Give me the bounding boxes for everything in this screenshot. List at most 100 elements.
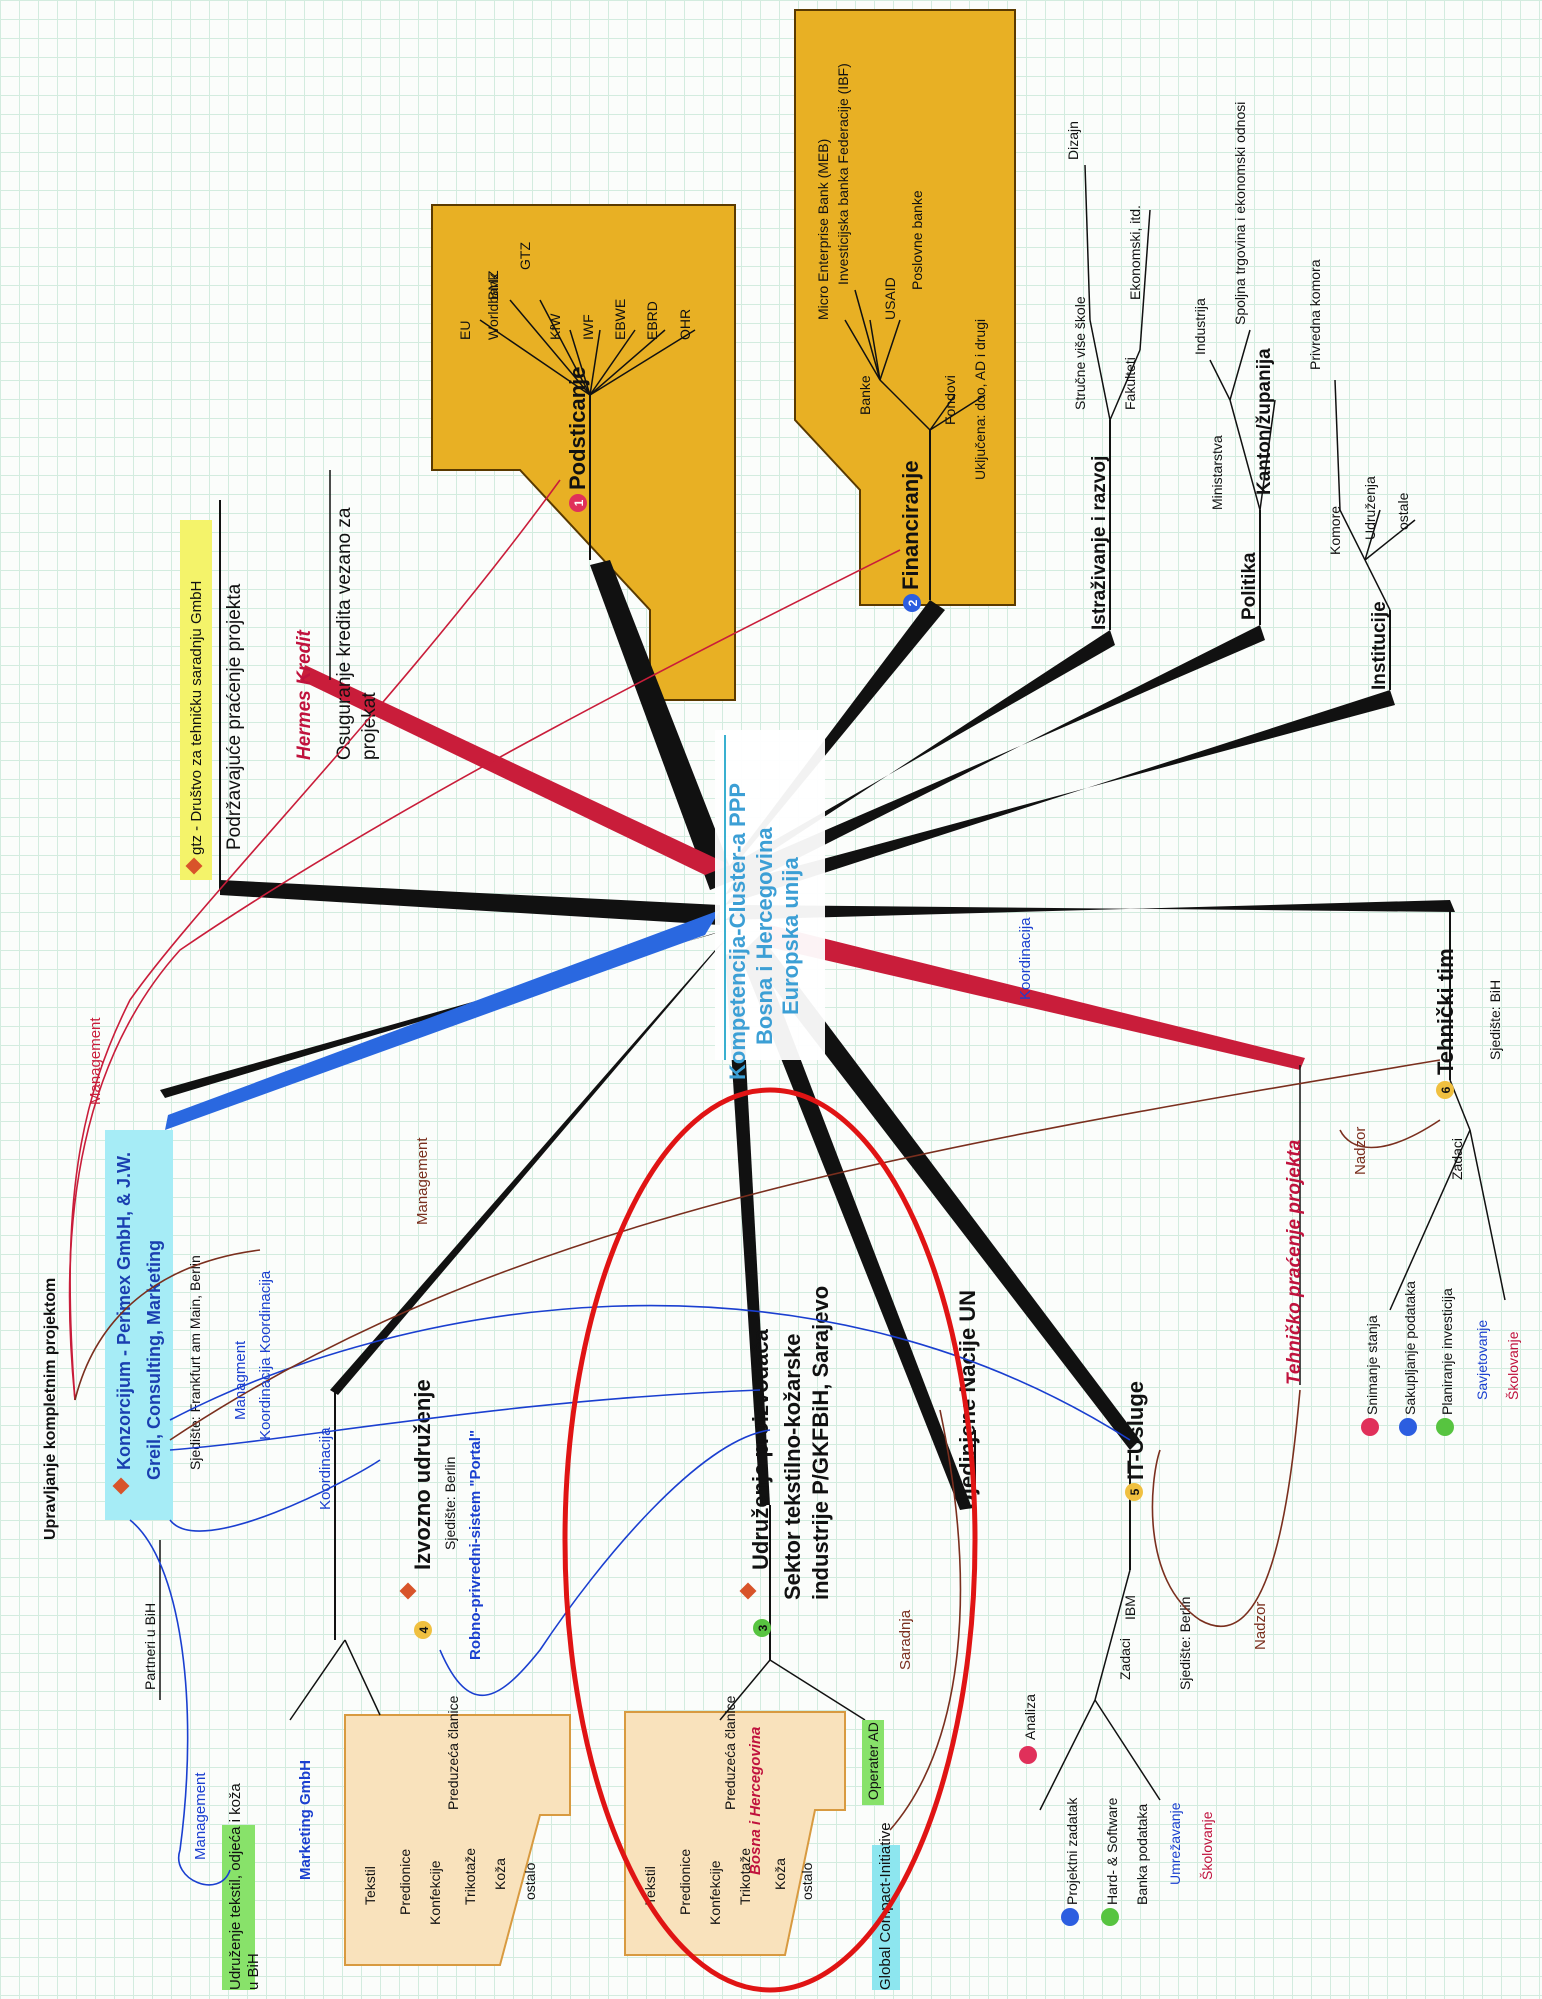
svg-text:Preduzeća članice: Preduzeća članice	[722, 1695, 738, 1810]
svg-text:IBM: IBM	[1122, 1595, 1138, 1620]
svg-text:EBRD: EBRD	[644, 301, 660, 340]
svg-text:Ekonomski, itd.: Ekonomski, itd.	[1127, 205, 1143, 300]
svg-text:Managment: Managment	[232, 1340, 249, 1420]
svg-text:Koordinacija: Koordinacija	[317, 1427, 334, 1510]
politika-branch: Politika Ministarstva Industrija Spoljna…	[1192, 102, 1276, 625]
politika-title[interactable]: Politika	[1239, 552, 1260, 620]
un-branch: Ujedinjene Nacije UN	[955, 1290, 980, 1510]
gtz-label[interactable]: gtz - Društvo za tehničku saradnju GmbH	[188, 581, 205, 855]
svg-text:Predionice: Predionice	[397, 1849, 413, 1915]
svg-text:Micro Enterprise Bank (MEB): Micro Enterprise Bank (MEB)	[815, 139, 831, 320]
tehnicki-tim-branch: 6 Tehnički tim Sjedište: BiH Zadaci Snim…	[1361, 905, 1521, 1436]
istrazivanje-branch: Istraživanje i razvoj Stručne više škole…	[1065, 121, 1151, 630]
svg-text:industrije P/GKFBiH, Sarajevo: industrije P/GKFBiH, Sarajevo	[808, 1286, 833, 1600]
svg-text:Sjedište: Berlin: Sjedište: Berlin	[1177, 1597, 1193, 1690]
svg-text:Planiranje investicija: Planiranje investicija	[1439, 1288, 1455, 1415]
relationship-arrows	[68, 479, 1441, 1886]
svg-text:Management: Management	[192, 1772, 209, 1860]
podsticanje-panel	[431, 204, 736, 701]
svg-text:Trikotaže: Trikotaže	[462, 1848, 478, 1905]
svg-text:Greil, Consulting, Marketing: Greil, Consulting, Marketing	[144, 1240, 164, 1480]
udruzenje-title[interactable]: Udruženje proizvođača	[748, 1328, 773, 1570]
svg-text:1: 1	[572, 499, 586, 506]
svg-text:2: 2	[906, 599, 920, 606]
svg-text:IWF: IWF	[580, 314, 596, 340]
svg-text:Bosna i Hercegovina: Bosna i Hercegovina	[747, 1727, 764, 1875]
svg-text:Banka podataka: Banka podataka	[1134, 1804, 1150, 1905]
udruzenje-members-panel	[624, 1711, 846, 1956]
center-title-line-1: Kompetencija-Cluster-a PPP	[725, 783, 750, 1080]
number-badge-1	[569, 494, 587, 512]
tehnicki-tim-title[interactable]: Tehnički tim	[1433, 948, 1458, 1075]
svg-text:ostalo: ostalo	[522, 1862, 538, 1900]
svg-text:EU: EU	[457, 321, 473, 340]
podsticanje-branch: 1 Podsticanje EU Worldbank BMZ GTZ KfW I…	[457, 242, 696, 560]
main-spokes	[160, 560, 1455, 1510]
svg-text:Preduzeća članice: Preduzeća članice	[445, 1695, 461, 1810]
svg-text:Robno-privredni-sistem "Portal: Robno-privredni-sistem "Portal"	[467, 1430, 484, 1660]
partner-icon	[399, 1582, 417, 1600]
kanton-zupanija: Kanton/županija	[1254, 348, 1275, 495]
udruzenje-branch: 3 Udruženje proizvođača Sektor tekstilno…	[642, 1286, 900, 1990]
svg-text:Saradnja: Saradnja	[897, 1609, 914, 1670]
tehnicko-pracenje-title[interactable]: Tehničko praćenje projekta	[1284, 1139, 1305, 1385]
tehnicko-pracenje-branch: Tehničko praćenje projekta	[1284, 1065, 1305, 1385]
svg-text:projekat: projekat	[359, 692, 380, 760]
svg-text:ostalo: ostalo	[799, 1862, 815, 1900]
center-title-line-3: Europska unija	[778, 857, 803, 1015]
svg-text:Marketing GmbH: Marketing GmbH	[297, 1760, 314, 1880]
svg-text:Global Compact-Initiative: Global Compact-Initiative	[877, 1822, 894, 1990]
svg-text:Snimanje stanja: Snimanje stanja	[1364, 1315, 1380, 1415]
upravljanje-label: Upravljanje kompletnim projektom	[42, 1278, 59, 1540]
svg-text:Stručne više škole: Stručne više škole	[1072, 296, 1088, 410]
svg-text:Partneri u BiH: Partneri u BiH	[142, 1603, 158, 1690]
highlight-ellipse	[562, 1087, 978, 1993]
center-title-line-2: Bosna i Hercegovina	[752, 827, 777, 1045]
svg-text:Ministarstva: Ministarstva	[1209, 435, 1225, 510]
svg-text:4: 4	[417, 1626, 431, 1633]
svg-text:BMZ: BMZ	[485, 270, 501, 300]
number-badge-2	[903, 594, 921, 612]
svg-text:Koordinacija Koordinacija: Koordinacija Koordinacija	[257, 1270, 274, 1440]
svg-text:Hard- & Software: Hard- & Software	[1104, 1797, 1120, 1905]
center-node[interactable]: Kompetencija-Cluster-a PPP Bosna i Herce…	[715, 730, 825, 1080]
svg-text:Umrežavanje: Umrežavanje	[1167, 1802, 1183, 1885]
svg-text:Komore: Komore	[1327, 506, 1343, 555]
svg-text:Uključena: doo, AD i drugi: Uključena: doo, AD i drugi	[972, 319, 988, 480]
svg-text:Sjedište: Frankfurt am Main, B: Sjedište: Frankfurt am Main, Berlin	[187, 1255, 203, 1470]
svg-text:Analiza: Analiza	[1022, 1694, 1038, 1740]
svg-text:Nadzor: Nadzor	[1252, 1602, 1269, 1650]
svg-text:OHR: OHR	[677, 309, 693, 340]
svg-text:Spoljna trgovina i ekonomski o: Spoljna trgovina i ekonomski odnosi	[1232, 102, 1248, 325]
podsticanje-title[interactable]: Podsticanje	[565, 367, 590, 490]
svg-text:Banke: Banke	[857, 375, 873, 415]
svg-text:Sjedište: Berlin: Sjedište: Berlin	[442, 1457, 458, 1550]
it-usluge-title[interactable]: IT-Usluge	[1123, 1381, 1148, 1480]
it-usluge-branch: 5 IT-Usluge IBM Sjedište: Berlin Zadaci …	[1019, 1381, 1215, 1926]
svg-text:Konfekcije: Konfekcije	[707, 1860, 723, 1925]
svg-text:Konfekcije: Konfekcije	[427, 1860, 443, 1925]
hermes-title[interactable]: Hermes Kredit	[294, 629, 315, 760]
svg-text:Udruženje tekstil, odjeća i ko: Udruženje tekstil, odjeća i koža	[227, 1783, 244, 1990]
financiranje-title[interactable]: Financiranje	[898, 460, 923, 590]
izvozno-title[interactable]: Izvozno udruženje	[410, 1379, 435, 1570]
svg-text:Poslovne banke: Poslovne banke	[909, 190, 925, 290]
svg-text:Koža: Koža	[492, 1858, 508, 1890]
un-title[interactable]: Ujedinjene Nacije UN	[955, 1290, 980, 1510]
istrazivanje-title[interactable]: Istraživanje i razvoj	[1089, 456, 1110, 630]
tehnicki-tasks: Snimanje stanja Sakupljanje podataka Pla…	[1361, 1281, 1521, 1436]
financiranje-branch: 2 Financiranje Banke Micro Enterprise Ba…	[815, 63, 988, 612]
gtz-branch: gtz - Društvo za tehničku saradnju GmbH …	[180, 500, 245, 890]
svg-text:Sjedište: BiH: Sjedište: BiH	[1487, 980, 1503, 1060]
svg-text:Fondovi: Fondovi	[942, 375, 958, 425]
svg-text:Koža: Koža	[772, 1858, 788, 1890]
institucije-title[interactable]: Institucije	[1369, 601, 1390, 690]
svg-text:Privredna komora: Privredna komora	[1307, 259, 1323, 370]
izvozno-members-panel	[344, 1714, 571, 1966]
svg-text:5: 5	[1128, 1488, 1142, 1495]
svg-text:Trikotaže: Trikotaže	[737, 1848, 753, 1905]
svg-text:Industrija: Industrija	[1192, 298, 1208, 355]
izvozno-members: Tekstil Predionice Konfekcije Trikotaže …	[362, 1848, 538, 1925]
konzorcijum-branch: Konzorcijum - Perimex GmbH, & J.W. Greil…	[42, 1130, 203, 1700]
